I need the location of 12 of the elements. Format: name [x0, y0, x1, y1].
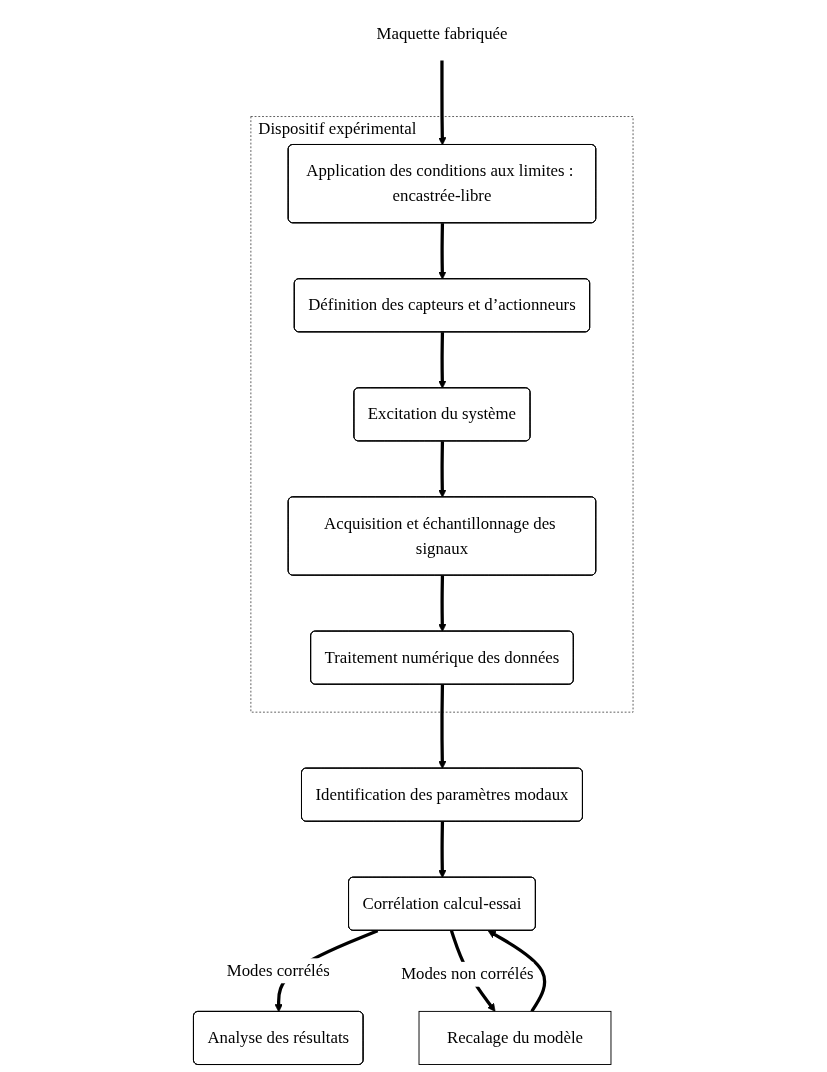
arrow	[438, 684, 447, 769]
edge-label: Modes non corrélés	[401, 964, 534, 984]
arrow	[438, 332, 447, 389]
arrow	[438, 441, 447, 498]
arrow	[438, 223, 447, 280]
arrow	[438, 821, 447, 878]
node-box: Recalage du modèle	[418, 1010, 612, 1065]
edge-label: Modes corrélés	[227, 961, 330, 980]
node-text: Maquette fabriquée	[376, 24, 508, 43]
arrow	[488, 930, 547, 1013]
arrow	[438, 60, 447, 146]
arrow	[438, 575, 447, 632]
